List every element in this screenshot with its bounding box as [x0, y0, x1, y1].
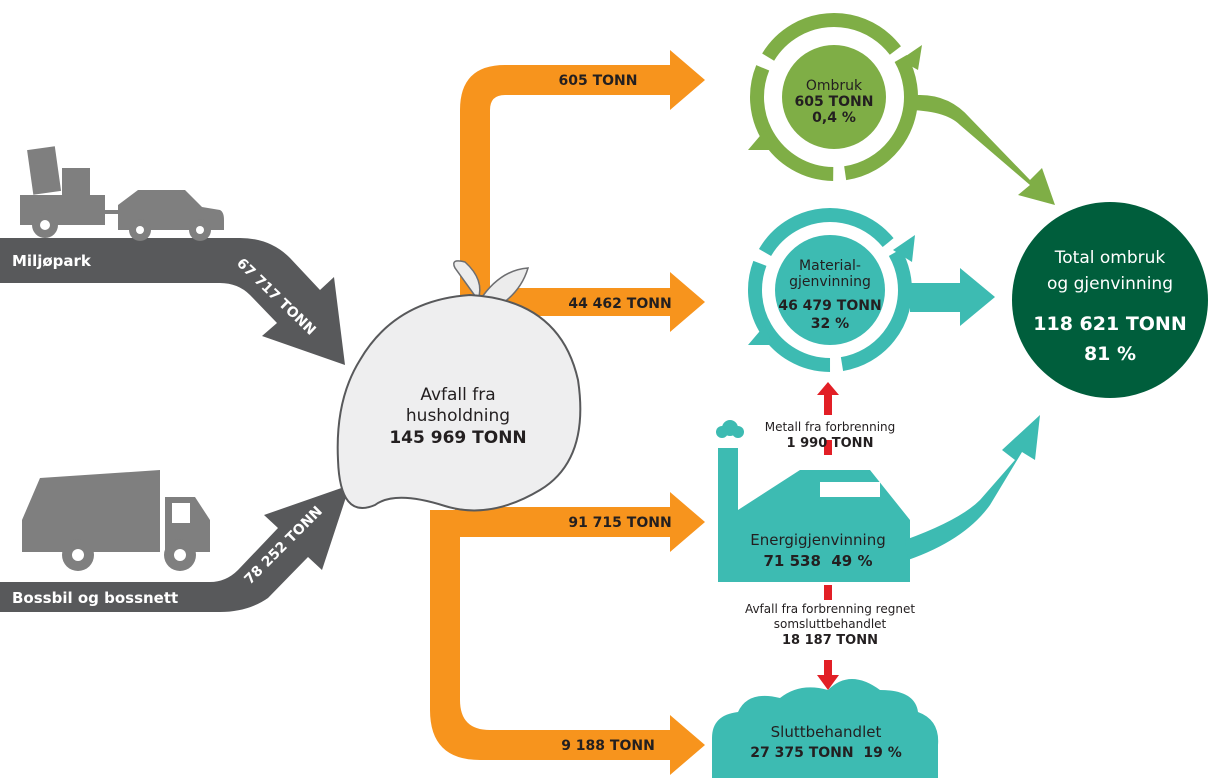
energy-factory-icon — [716, 415, 1040, 582]
miljopark-flow-arrow — [0, 238, 345, 365]
ombruk-amount: 605 TONN — [795, 94, 874, 110]
red-arrows — [817, 382, 839, 690]
metal-label: Metall fra forbrenning — [765, 420, 896, 434]
total-line1: Total ombruk — [1054, 248, 1166, 268]
residue-line2: somsluttbehandlet — [774, 617, 887, 631]
garbage-truck-icon — [22, 470, 210, 571]
residue-line1: Avfall fra forbrenning regnet — [745, 602, 915, 616]
residue-amount: 18 187 TONN — [782, 633, 878, 648]
flow-energy-amount: 91 715 TONN — [568, 515, 671, 531]
material-label-1: Material- — [799, 258, 861, 274]
garbage-bag-icon — [336, 260, 582, 512]
miljopark-label: Miljøpark — [12, 252, 92, 270]
metal-amount: 1 990 TONN — [787, 436, 874, 451]
energy-amount: 71 538 49 % — [764, 552, 873, 570]
ombruk-label: Ombruk — [806, 78, 863, 94]
household-line2: husholdning — [406, 406, 510, 426]
flow-final-amount: 9 188 TONN — [561, 738, 655, 754]
final-label: Sluttbehandlet — [771, 723, 882, 741]
flow-material-amount: 44 462 TONN — [568, 296, 671, 312]
total-line2: og gjenvinning — [1047, 274, 1173, 294]
flow-ombruk-amount: 605 TONN — [559, 73, 638, 89]
bossbil-flow-arrow — [0, 485, 350, 612]
total-recycling-circle — [1012, 202, 1208, 398]
material-percent: 32 % — [811, 316, 849, 332]
ombruk-cycle — [748, 13, 1055, 205]
material-label-2: gjenvinning — [789, 274, 871, 290]
final-amount: 27 375 TONN 19 % — [750, 745, 901, 761]
material-amount: 46 479 TONN — [778, 298, 881, 314]
car-trailer-icon — [20, 146, 224, 241]
bossbil-label: Bossbil og bossnett — [12, 589, 178, 607]
ombruk-percent: 0,4 % — [812, 110, 856, 126]
material-recycling-cycle — [748, 208, 995, 372]
total-percent: 81 % — [1084, 343, 1136, 365]
household-line1: Avfall fra — [420, 385, 495, 405]
household-amount: 145 969 TONN — [389, 428, 526, 448]
total-amount: 118 621 TONN — [1033, 313, 1186, 335]
final-disposal-cloud — [712, 679, 939, 778]
energy-label: Energigjenvinning — [750, 531, 885, 549]
